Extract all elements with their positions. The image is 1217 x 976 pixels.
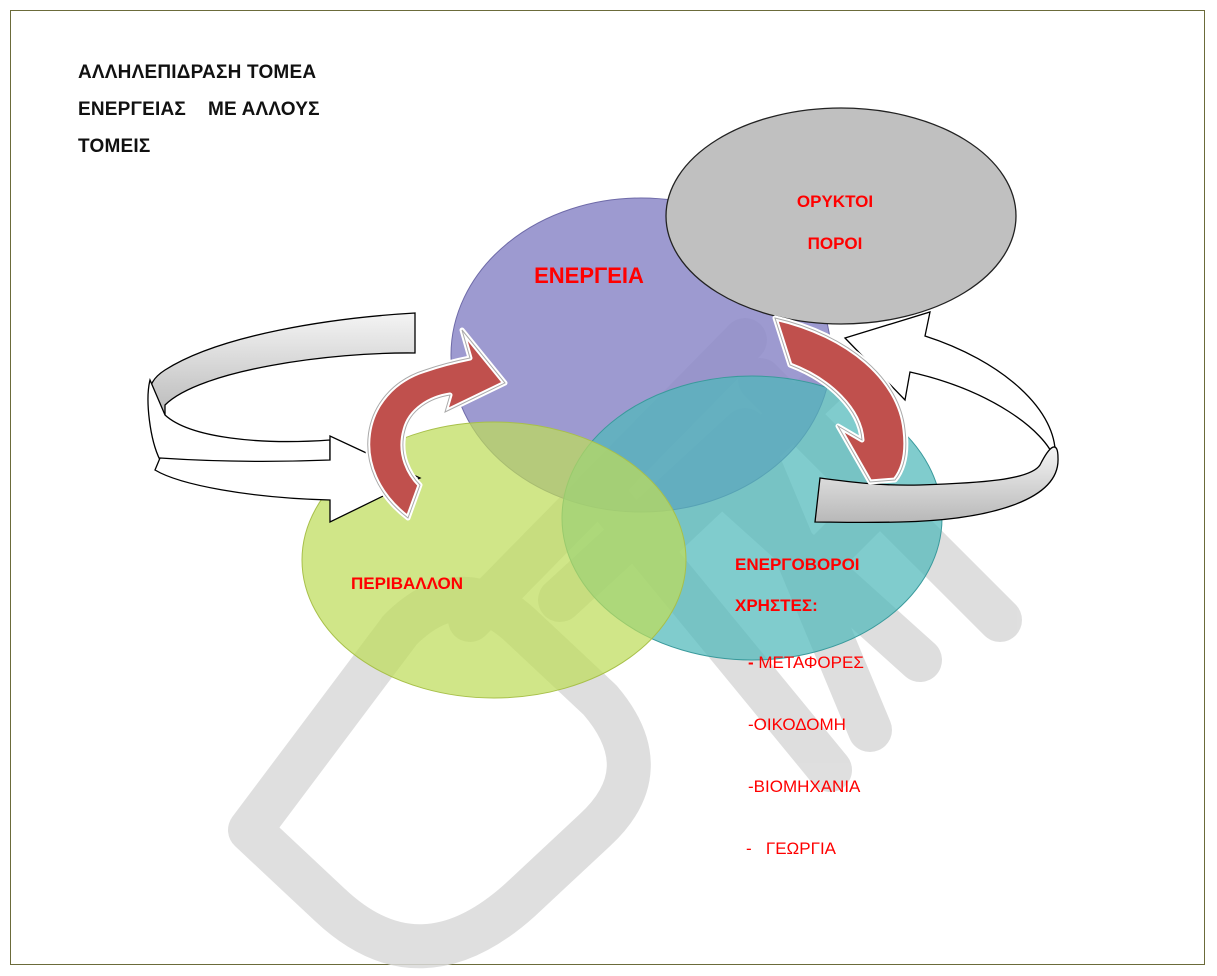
curved-arrow-energy-to-users-icon bbox=[772, 315, 909, 485]
left-circular-arrow-head-icon bbox=[154, 434, 422, 524]
energy-users-item: -ΟΙΚΟΔΟΜΗ bbox=[748, 715, 846, 734]
diagram-title-line-2: ΕΝΕΡΓΕΙΑΣ ΜΕ ΑΛΛΟΥΣ bbox=[78, 99, 320, 120]
energy-users-item: - ΜΕΤΑΦΟΡΕΣ bbox=[748, 653, 864, 672]
fossil-resources-oval bbox=[665, 107, 1017, 325]
energy-users-item-text: ΜΕΤΑΦΟΡΕΣ bbox=[758, 653, 863, 672]
fossil-resources-label-line-1: ΟΡΥΚΤΟΙ bbox=[797, 192, 873, 211]
environment-label: ΠΕΡΙΒΑΛΛΟΝ bbox=[351, 574, 463, 593]
diagram-title-line-3: ΤΟΜΕΙΣ bbox=[78, 136, 151, 157]
energy-label: ΕΝΕΡΓΕΙΑ bbox=[534, 263, 644, 288]
energy-users-item-dash: - bbox=[748, 653, 758, 672]
right-circular-arrow-icon bbox=[814, 311, 1059, 524]
diagram-title-line-1: ΑΛΛΗΛΕΠΙΔΡΑΣΗ ΤΟΜΕΑ bbox=[78, 62, 317, 83]
energy-users-label-line-2: ΧΡΗΣΤΕΣ: bbox=[735, 596, 818, 615]
energy-users-item: - ΓΕΩΡΓΙΑ bbox=[746, 839, 837, 858]
curved-arrow-environment-to-energy-icon bbox=[365, 327, 508, 521]
energy-users-label-line-1: ΕΝΕΡΓΟΒΟΡΟΙ bbox=[735, 555, 860, 574]
energy-users-item: -ΒΙΟΜΗΧΑΝΙΑ bbox=[748, 777, 861, 796]
fossil-resources-label-line-2: ΠΟΡΟΙ bbox=[808, 234, 863, 253]
page-border bbox=[10, 10, 1205, 965]
